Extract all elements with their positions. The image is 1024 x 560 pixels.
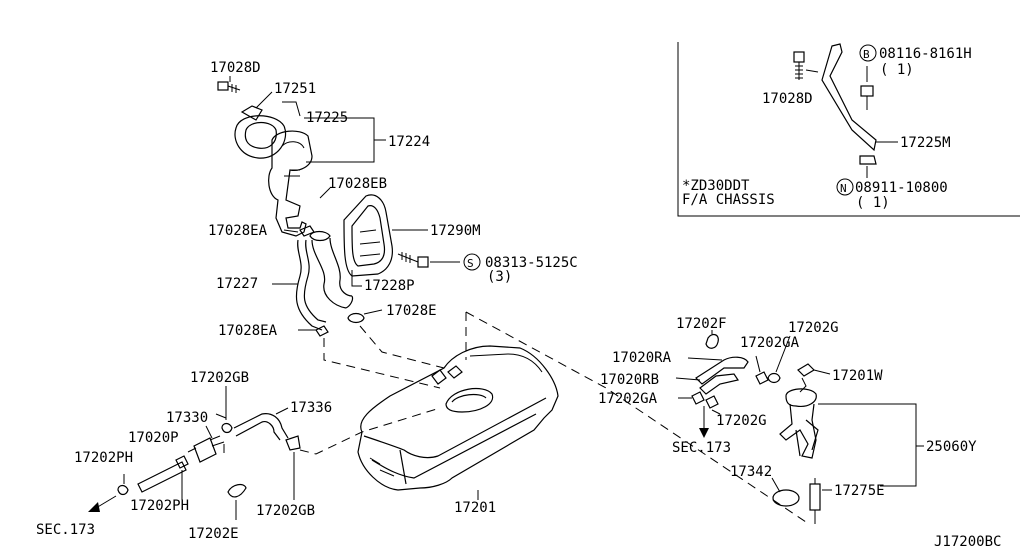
label-inset-17028d: 17028D bbox=[762, 91, 813, 107]
label-inset-note-engine: *ZD30DDT bbox=[682, 178, 750, 194]
filler-bolt-icon bbox=[217, 81, 241, 93]
filler-protector-icon bbox=[343, 194, 393, 277]
clip-17202f-icon bbox=[705, 333, 719, 349]
label-17202e: 17202E bbox=[188, 526, 239, 542]
arrow-sec173-left-icon bbox=[88, 502, 100, 512]
label-inset-17225m: 17225M bbox=[900, 135, 951, 151]
breather-hose-icon bbox=[295, 239, 327, 331]
circle-n-letter: N bbox=[840, 182, 847, 195]
filler-neck-icon bbox=[268, 130, 313, 237]
label-sec173-right: SEC.173 bbox=[672, 440, 731, 456]
circle-s-icon bbox=[463, 253, 481, 271]
arrow-sec173-right-icon bbox=[699, 428, 709, 438]
inset-bolt-icon bbox=[793, 51, 805, 80]
label-17202g-top: 17202G bbox=[788, 320, 839, 336]
inset-b-bolt-icon bbox=[860, 85, 874, 110]
circle-b-letter: B bbox=[863, 48, 870, 61]
label-17020rb: 17020RB bbox=[600, 372, 659, 388]
label-08313-5125c: 08313-5125C bbox=[485, 255, 578, 271]
label-17202ph-left: 17202PH bbox=[74, 450, 133, 466]
label-17028d: 17028D bbox=[210, 60, 261, 76]
label-17251: 17251 bbox=[274, 81, 316, 97]
label-17202gb-top: 17202GB bbox=[190, 370, 249, 386]
dashed-connection-lines bbox=[223, 311, 807, 523]
diagram-reference-code: J17200BC bbox=[934, 534, 1001, 550]
label-25060y: 25060Y bbox=[926, 439, 977, 455]
fuel-pump-unit-icon bbox=[779, 377, 819, 459]
filler-clip-ea-icon bbox=[299, 225, 315, 237]
label-17330: 17330 bbox=[166, 410, 208, 426]
label-17202ga-top: 17202GA bbox=[740, 335, 800, 351]
fuel-filter-icon bbox=[187, 435, 225, 463]
clamp-ph-icon bbox=[175, 455, 189, 469]
hose-17020p-icon bbox=[137, 461, 187, 493]
hose-17020rb-icon bbox=[699, 373, 739, 395]
protector-bolt-icon bbox=[397, 252, 429, 268]
label-17275e: 17275E bbox=[834, 483, 885, 499]
circle-n-icon bbox=[836, 178, 854, 196]
float-17342-icon bbox=[772, 489, 800, 507]
label-17227: 17227 bbox=[216, 276, 258, 292]
inset-panel: 17028D B 08116-8161H ( 1) 17225M *ZD30DD… bbox=[677, 42, 1020, 217]
label-17224: 17224 bbox=[388, 134, 430, 150]
left-hose-assembly bbox=[88, 386, 301, 520]
label-17342: 17342 bbox=[730, 464, 772, 480]
label-17202ph-bottom: 17202PH bbox=[130, 498, 189, 514]
label-inset-08911-qty: ( 1) bbox=[856, 195, 890, 211]
sender-17275e-icon bbox=[809, 478, 821, 524]
label-17201: 17201 bbox=[454, 500, 496, 516]
label-17028ea-top: 17028EA bbox=[208, 223, 268, 239]
label-17202gb-bottom: 17202GB bbox=[256, 503, 315, 519]
clamp-17202e-icon bbox=[227, 483, 247, 498]
label-17201w: 17201W bbox=[832, 368, 883, 384]
hose-clip-ea-icon bbox=[315, 325, 329, 337]
label-17225: 17225 bbox=[306, 110, 348, 126]
label-inset-note-chassis: F/A CHASSIS bbox=[682, 192, 775, 208]
label-17202f: 17202F bbox=[676, 316, 727, 332]
label-17020p: 17020P bbox=[128, 430, 179, 446]
pump-cap-bolt-icon bbox=[797, 363, 831, 377]
circle-b-icon bbox=[859, 44, 877, 62]
label-17020ra: 17020RA bbox=[612, 350, 672, 366]
label-17202ga-left: 17202GA bbox=[598, 391, 658, 407]
inset-nut-icon bbox=[859, 155, 877, 165]
label-17228p: 17228P bbox=[364, 278, 415, 294]
label-08313-qty: (3) bbox=[487, 269, 512, 285]
label-17336: 17336 bbox=[290, 400, 332, 416]
hose-clamp-e-icon bbox=[347, 312, 365, 324]
label-17028ea-bottom: 17028EA bbox=[218, 323, 278, 339]
filler-hose-icon bbox=[311, 237, 354, 309]
filler-neck-assembly bbox=[217, 76, 460, 337]
label-17290m: 17290M bbox=[430, 223, 481, 239]
label-17202g-mid: 17202G bbox=[716, 413, 767, 429]
circle-s-letter: S bbox=[467, 257, 474, 270]
label-inset-08116: 08116-8161H bbox=[879, 46, 972, 62]
inset-bracket-icon bbox=[821, 43, 877, 152]
filler-clamp-icon bbox=[309, 230, 331, 242]
label-sec173-left: SEC.173 bbox=[36, 522, 95, 538]
pipe-17336-icon bbox=[233, 413, 289, 439]
label-inset-08116-qty: ( 1) bbox=[880, 62, 914, 78]
hose-17020ra-icon bbox=[695, 356, 749, 385]
label-inset-08911: 08911-10800 bbox=[855, 180, 948, 196]
clamp-17202gb-icon bbox=[285, 435, 301, 451]
label-17028eb: 17028EB bbox=[328, 176, 387, 192]
pump-assembly bbox=[675, 330, 924, 524]
fuel-tank-icon bbox=[357, 345, 559, 491]
label-17028e: 17028E bbox=[386, 303, 437, 319]
filler-cap-clip-icon bbox=[240, 105, 263, 121]
filler-gasket-icon bbox=[234, 115, 287, 159]
